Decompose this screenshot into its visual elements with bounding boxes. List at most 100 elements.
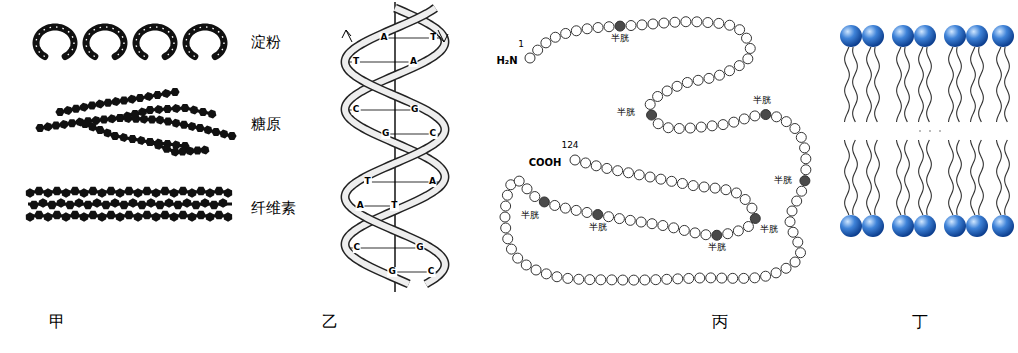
fatty-acid-tail bbox=[927, 140, 932, 215]
glucose-unit bbox=[44, 188, 52, 198]
fatty-acid-tail bbox=[905, 47, 910, 122]
glucose-unit bbox=[80, 103, 89, 112]
amino-acid-residue bbox=[541, 269, 551, 279]
glucose-unit bbox=[156, 116, 165, 125]
panel-label: 丙 bbox=[712, 313, 728, 331]
glucose-unit bbox=[57, 198, 65, 208]
glucose-unit bbox=[155, 201, 165, 209]
sugar-phosphate-backbone-fill bbox=[345, 8, 445, 284]
amino-acid-residue bbox=[571, 205, 581, 215]
amino-acid-residue bbox=[795, 248, 805, 258]
glucose-unit bbox=[62, 188, 70, 198]
glucose-unit bbox=[188, 122, 197, 131]
glucose-unit bbox=[214, 211, 224, 219]
amino-acid-residue bbox=[613, 166, 623, 176]
glucose-unit bbox=[195, 124, 204, 132]
amino-acid-residue bbox=[647, 219, 657, 229]
sugar-phosphate-backbone bbox=[345, 8, 445, 284]
glucose-unit bbox=[134, 212, 142, 222]
amino-acid-residue bbox=[531, 265, 541, 275]
glucose-unit bbox=[209, 201, 219, 209]
sugar-phosphate-backbone-fill bbox=[345, 8, 445, 284]
amino-acid-residue bbox=[662, 86, 672, 96]
amino-acid-residue bbox=[706, 273, 716, 283]
glucose-unit bbox=[204, 126, 213, 135]
amino-acid-residue bbox=[513, 253, 523, 263]
amino-acid-residue bbox=[648, 19, 658, 29]
glucose-unit bbox=[152, 188, 160, 198]
fatty-acid-tail bbox=[949, 47, 954, 122]
amino-acid-residue bbox=[670, 17, 680, 27]
amino-acid-residue bbox=[651, 275, 661, 285]
amino-acid-residue bbox=[787, 206, 797, 216]
glucose-unit bbox=[180, 104, 189, 112]
dna-double-helix bbox=[342, 2, 448, 292]
glucose-unit bbox=[196, 187, 206, 195]
glucose-unit bbox=[93, 198, 101, 208]
glucose-unit bbox=[29, 201, 39, 209]
amino-acid-residue bbox=[785, 217, 795, 227]
glucose-unit bbox=[188, 212, 196, 222]
fatty-acid-tail bbox=[997, 47, 1002, 122]
glucose-unit bbox=[128, 95, 137, 104]
cysteine-residue bbox=[647, 110, 657, 120]
amino-acid-residue bbox=[761, 271, 771, 281]
glucose-unit bbox=[26, 212, 34, 222]
amino-acid-residue bbox=[695, 273, 705, 283]
glucose-unit bbox=[178, 211, 188, 219]
amino-acid-residue bbox=[792, 196, 802, 206]
amino-acid-residue bbox=[734, 61, 744, 71]
amino-acid-residue bbox=[677, 178, 687, 188]
glucose-unit bbox=[162, 145, 171, 153]
polysaccharide-label: 纤维素 bbox=[251, 200, 296, 217]
base-letter: G bbox=[410, 105, 419, 115]
base-letter: T bbox=[390, 201, 398, 211]
amino-acid-residue bbox=[629, 275, 639, 285]
glucose-unit bbox=[137, 136, 146, 145]
amino-acid-residue bbox=[739, 273, 749, 283]
amino-acid-residue bbox=[682, 77, 692, 87]
glucose-unit bbox=[119, 96, 128, 104]
glucose-unit bbox=[83, 201, 93, 209]
fatty-acid-tail bbox=[845, 140, 850, 215]
amino-acid-residue bbox=[690, 228, 700, 238]
fatty-acid-tail bbox=[867, 140, 872, 215]
glucose-unit bbox=[179, 121, 188, 129]
glucose-unit bbox=[106, 211, 116, 219]
cysteine-residue bbox=[539, 197, 549, 207]
glucose-unit bbox=[123, 112, 132, 121]
amino-acid-residue bbox=[596, 275, 606, 285]
glucose-unit bbox=[152, 212, 160, 222]
amino-acid-residue bbox=[721, 185, 731, 195]
glucose-unit bbox=[145, 138, 154, 146]
starch-coil-beads bbox=[136, 27, 174, 57]
glucose-unit bbox=[62, 212, 70, 222]
amino-acid-residue bbox=[717, 273, 727, 283]
amino-acid-residue bbox=[604, 212, 614, 222]
amino-acid-residue bbox=[681, 17, 691, 27]
starch-coil-beads bbox=[36, 27, 74, 57]
amino-acid-residue bbox=[502, 190, 512, 200]
amino-acid-residue bbox=[797, 186, 807, 196]
amino-acid-residue bbox=[560, 203, 570, 213]
base-letter: A bbox=[356, 201, 365, 211]
amino-acid-residue bbox=[729, 117, 739, 127]
glucose-unit bbox=[47, 201, 57, 209]
phosphate-head bbox=[944, 215, 966, 237]
cysteine-residue bbox=[615, 21, 625, 31]
fatty-acid-tail bbox=[875, 47, 880, 122]
amino-acid-residue bbox=[637, 20, 647, 30]
fatty-acid-tail bbox=[971, 140, 976, 215]
amino-acid-residue bbox=[796, 132, 806, 142]
glucose-unit bbox=[198, 108, 207, 116]
amino-acid-residue bbox=[506, 244, 516, 254]
residue-label: 半胱 bbox=[760, 226, 778, 236]
glucose-unit bbox=[145, 106, 154, 114]
glucose-unit bbox=[65, 201, 75, 209]
amino-acid-residue bbox=[521, 260, 531, 270]
base-letter: T bbox=[352, 57, 360, 67]
amino-acid-residue bbox=[692, 17, 702, 27]
amino-acid-residue bbox=[771, 268, 781, 278]
amino-acid-residue bbox=[570, 155, 580, 165]
glucose-unit bbox=[170, 88, 179, 96]
